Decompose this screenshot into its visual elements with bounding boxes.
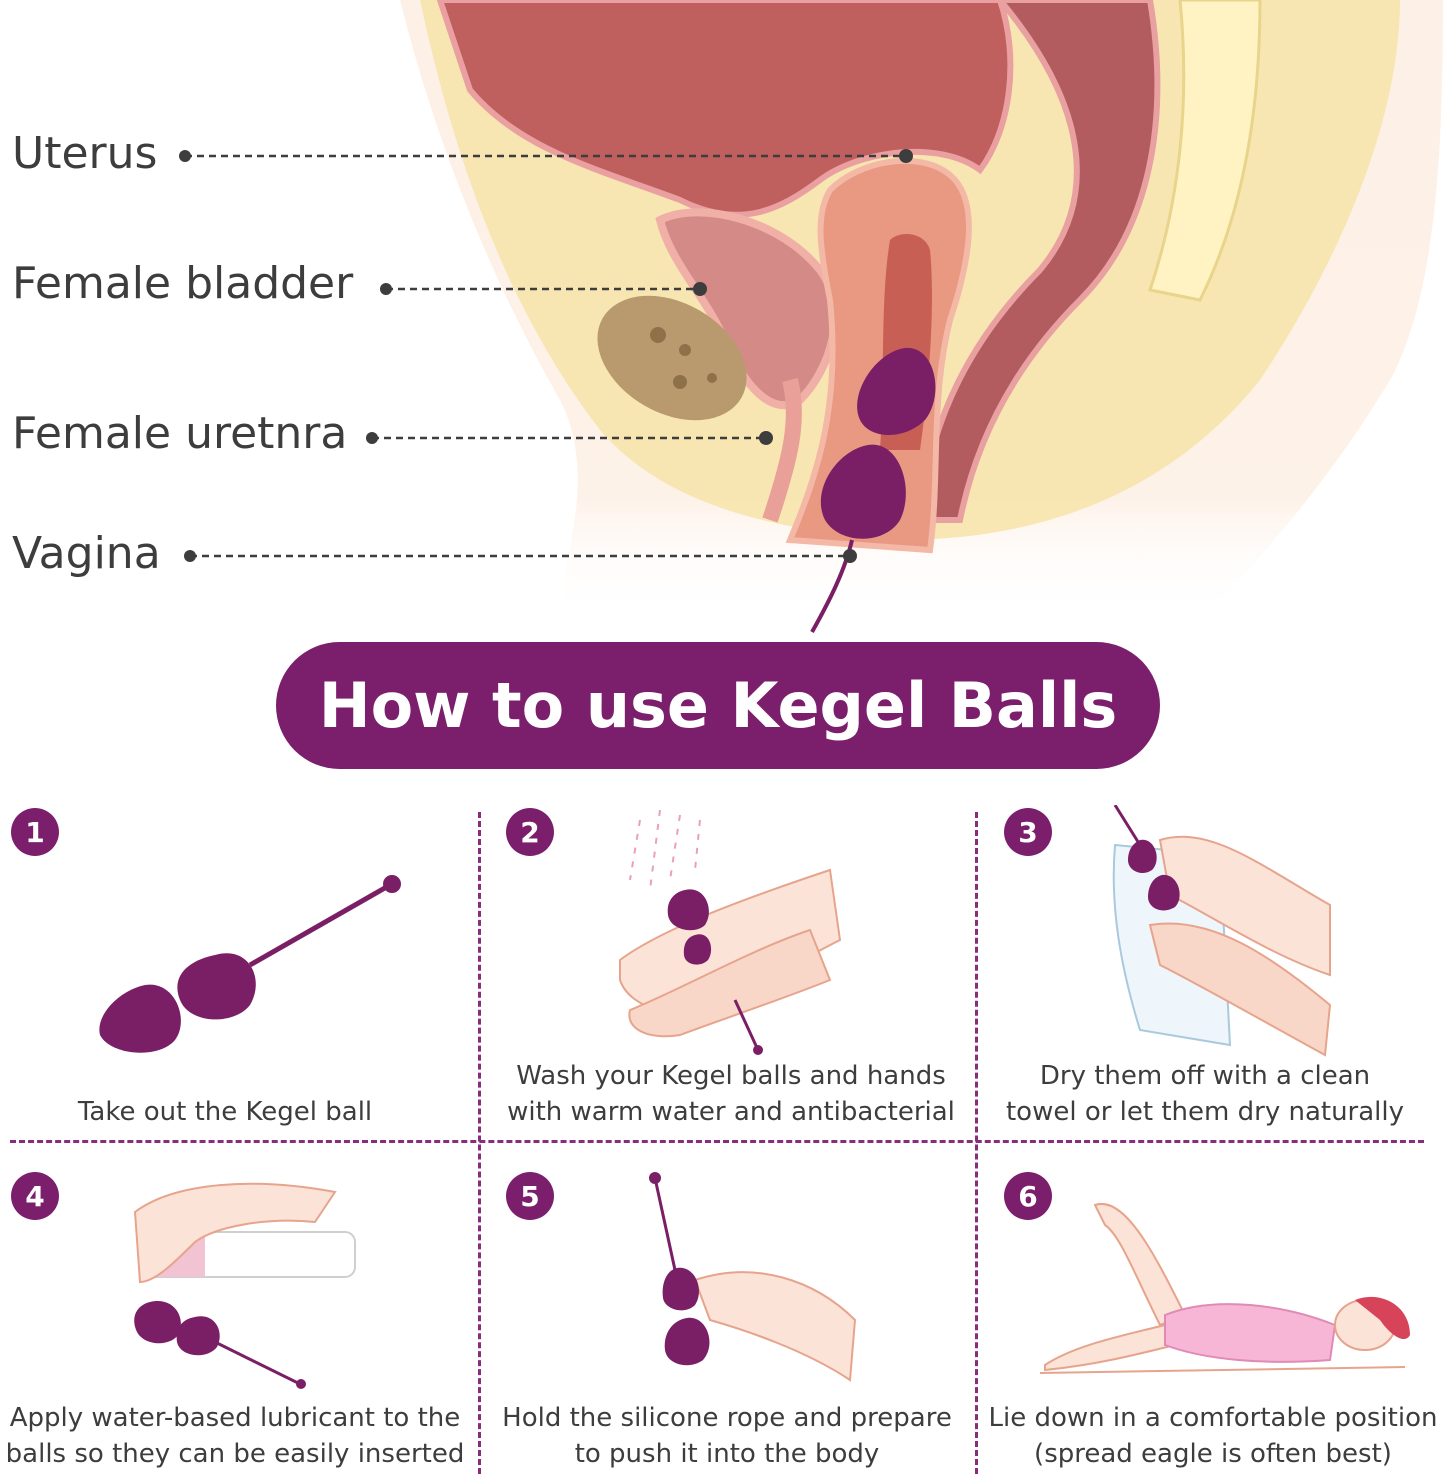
label-bladder: Female bladder — [12, 258, 354, 309]
step-5-line-2: to push it into the body — [574, 1439, 880, 1469]
label-uterus: Uterus — [12, 128, 158, 179]
step-badge-5: 5 — [506, 1172, 554, 1220]
lubricant-illustration — [133, 1182, 356, 1389]
step-1-line-1: Take out the Kegel ball — [77, 1097, 373, 1127]
washing-hands-illustration — [619, 810, 842, 1055]
step-caption-5: Hold the silicone rope and prepare to pu… — [486, 1400, 968, 1472]
step-3-line-1: Dry them off with a clean — [1039, 1061, 1371, 1091]
bladder — [655, 208, 839, 410]
spine — [1148, 0, 1262, 302]
label-urethra: Female uretnra — [12, 408, 348, 459]
anatomy-illustration — [179, 0, 1443, 633]
step-6-line-2: (spread eagle is often best) — [1034, 1439, 1392, 1469]
kegel-ball-upper — [857, 347, 936, 435]
pubic-bone — [597, 295, 747, 421]
rectum — [916, 0, 1161, 523]
step-badge-3: 3 — [1004, 808, 1052, 856]
step-caption-1: Take out the Kegel ball — [0, 1094, 450, 1130]
divider-horizontal — [10, 1140, 1424, 1143]
label-vagina: Vagina — [12, 528, 161, 579]
step-caption-3: Dry them off with a clean towel or let t… — [980, 1058, 1430, 1130]
uterus-organ — [436, 0, 1014, 218]
lying-down-illustration — [1039, 1202, 1410, 1374]
kegel-balls-illustration — [99, 875, 401, 1053]
kegel-ball-lower — [820, 444, 906, 539]
step-2-line-1: Wash your Kegel balls and hands — [516, 1061, 946, 1091]
step-4-line-2: balls so they can be easily inserted — [5, 1439, 465, 1469]
step-3-line-2: towel or let them dry naturally — [1005, 1097, 1405, 1127]
title-banner: How to use Kegel Balls — [276, 642, 1160, 769]
step-caption-6: Lie down in a comfortable position (spre… — [988, 1400, 1438, 1472]
step-4-line-1: Apply water-based lubricant to the — [9, 1403, 461, 1433]
leader-lines — [179, 149, 913, 563]
page-title: How to use Kegel Balls — [318, 669, 1118, 742]
step-badge-1: 1 — [11, 808, 59, 856]
divider-vertical-1 — [478, 812, 481, 1474]
step-6-line-1: Lie down in a comfortable position — [988, 1403, 1438, 1433]
divider-vertical-2 — [975, 812, 978, 1474]
step-badge-6: 6 — [1004, 1172, 1052, 1220]
holding-rope-illustration — [649, 1172, 857, 1382]
urethra — [762, 378, 802, 523]
step-5-line-1: Hold the silicone rope and prepare — [502, 1403, 952, 1433]
drying-towel-illustration — [1112, 805, 1332, 1057]
step-2-line-2: with warm water and antibacterial — [507, 1097, 955, 1127]
step-badge-4: 4 — [11, 1172, 59, 1220]
step-caption-2: Wash your Kegel balls and hands with war… — [486, 1058, 976, 1130]
step-caption-4: Apply water-based lubricant to the balls… — [0, 1400, 470, 1472]
step-badge-2: 2 — [506, 808, 554, 856]
